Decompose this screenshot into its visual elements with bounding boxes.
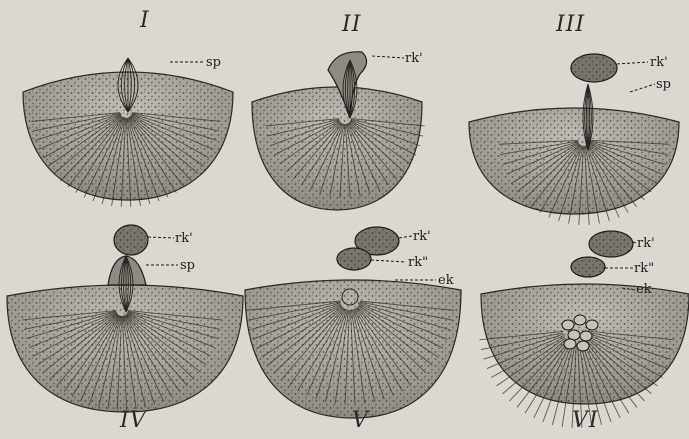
leader-rk1-V <box>399 236 412 238</box>
label-rk1: rk' <box>650 56 668 69</box>
leader-sp-III <box>630 84 655 92</box>
pronucleus-granule-VI <box>586 320 598 330</box>
label-rk1: rk' <box>637 237 655 250</box>
egg-cell-V-stipple <box>245 280 461 418</box>
polar-body-2-VI-stipple <box>571 257 605 277</box>
polar-body-1-IV-stipple <box>114 225 148 255</box>
label-ek: ek <box>636 283 652 296</box>
label-rk1: rk' <box>413 230 431 243</box>
label-ek: ek <box>438 274 454 287</box>
panel-title-II: II <box>342 12 361 37</box>
leader-rk1-IV <box>148 237 174 238</box>
panel-title-VI: VI <box>572 408 599 433</box>
leader-rk1-III <box>617 62 648 64</box>
label-sp: sp <box>206 56 221 69</box>
label-sp: sp <box>656 78 671 91</box>
pronucleus-granule-VI <box>580 331 592 341</box>
leader-rk2-V <box>371 260 406 262</box>
label-rk2: rk" <box>634 262 654 275</box>
polar-body-1-III-stipple <box>571 54 617 82</box>
pronucleus-granule-VI <box>577 341 589 351</box>
egg-cell-II-stipple <box>252 87 422 210</box>
label-rk2: rk" <box>408 256 428 269</box>
pronucleus-granule-VI <box>568 330 580 340</box>
pronucleus-granule-VI <box>562 320 574 330</box>
polar-body-1-VI-stipple <box>589 231 633 257</box>
polar-body-2-V-stipple <box>337 248 371 270</box>
label-sp: sp <box>180 259 195 272</box>
pronucleus-granule-VI <box>574 315 586 325</box>
panel-title-III: III <box>556 12 585 37</box>
panel-title-I: I <box>140 8 150 33</box>
label-rk1: rk' <box>405 52 423 65</box>
panel-title-V: V <box>352 408 369 433</box>
leader-rk1-II <box>372 56 404 58</box>
label-rk1: rk' <box>175 232 193 245</box>
panel-title-IV: IV <box>120 408 147 433</box>
pronucleus-granule-VI <box>564 339 576 349</box>
